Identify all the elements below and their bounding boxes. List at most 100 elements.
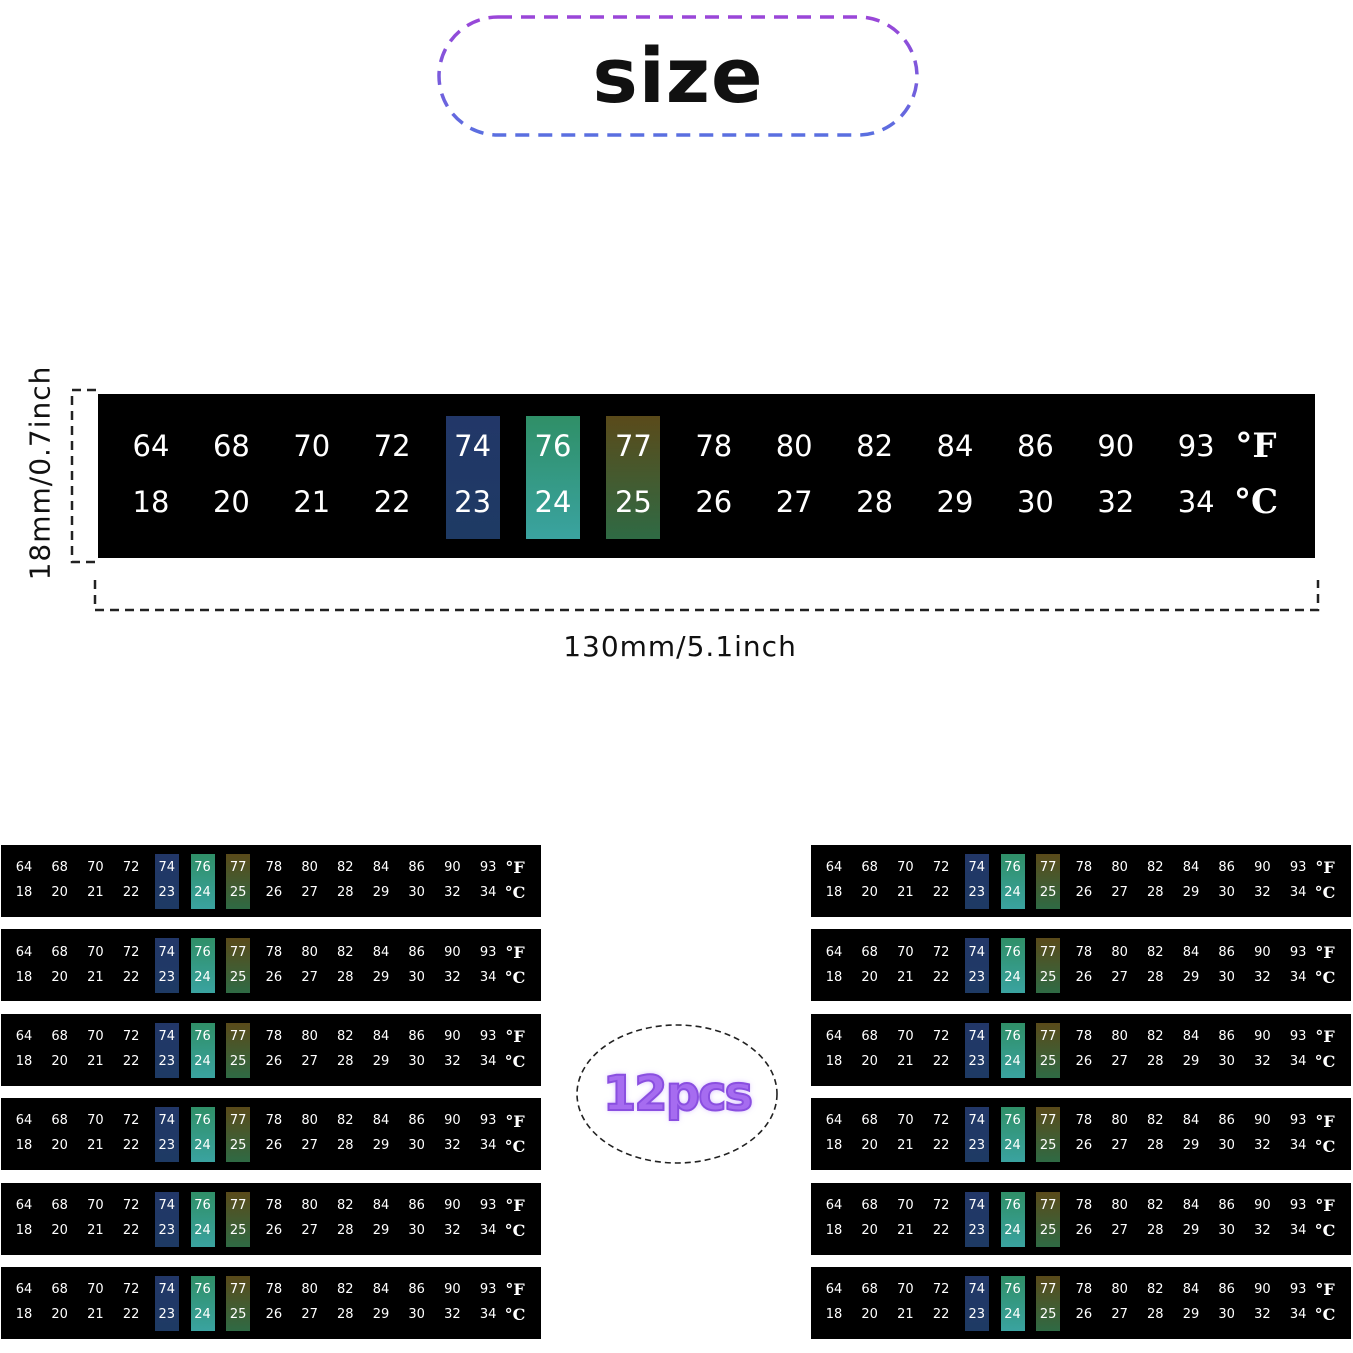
highlight-cell <box>154 854 179 909</box>
celsius-value: 25 <box>229 1138 247 1154</box>
fahrenheit-value: 64 <box>825 1113 843 1129</box>
fahrenheit-value: 84 <box>372 860 390 876</box>
fahrenheit-value: 84 <box>1182 1113 1200 1129</box>
celsius-value: 20 <box>51 1138 68 1154</box>
celsius-value: 28 <box>1147 969 1164 985</box>
fahrenheit-value: 74 <box>454 428 492 463</box>
fahrenheit-value: 68 <box>51 944 68 960</box>
unit-celsius: °C <box>1233 481 1279 522</box>
fahrenheit-value: 72 <box>122 1028 140 1044</box>
fahrenheit-value: 72 <box>122 1197 140 1213</box>
fahrenheit-value: 78 <box>265 1113 283 1129</box>
fahrenheit-value: 86 <box>408 1197 425 1213</box>
highlight-cell <box>445 416 500 539</box>
fahrenheit-value: 74 <box>968 1282 986 1298</box>
fahrenheit-value: 64 <box>825 1282 843 1298</box>
celsius-value: 24 <box>194 969 211 985</box>
celsius-value: 26 <box>695 484 733 519</box>
celsius-value: 32 <box>444 969 461 985</box>
fahrenheit-value: 93 <box>1177 428 1215 463</box>
celsius-value: 30 <box>1218 969 1235 985</box>
unit-celsius: °C <box>504 1305 526 1325</box>
highlight-cell <box>964 1276 989 1331</box>
celsius-value: 28 <box>1147 1138 1164 1154</box>
highlight-cell <box>190 1107 215 1163</box>
celsius-value: 27 <box>301 1222 318 1238</box>
highlight-cell <box>190 938 215 994</box>
fahrenheit-value: 74 <box>158 1113 176 1129</box>
fahrenheit-value: 78 <box>1075 1113 1093 1129</box>
celsius-value: 32 <box>1254 1222 1271 1238</box>
celsius-value: 28 <box>1147 885 1164 901</box>
celsius-value: 27 <box>775 484 813 519</box>
highlight-cell <box>964 1022 989 1078</box>
celsius-value: 25 <box>1039 969 1057 985</box>
celsius-value: 29 <box>372 969 390 985</box>
fahrenheit-value: 90 <box>444 1197 461 1213</box>
fahrenheit-value: 84 <box>1182 1282 1200 1298</box>
celsius-value: 18 <box>15 1307 33 1323</box>
unit-fahrenheit: °F <box>505 942 525 962</box>
celsius-value: 28 <box>1147 1222 1164 1238</box>
highlight-cell <box>1000 1191 1025 1247</box>
celsius-value: 29 <box>372 1222 390 1238</box>
fahrenheit-value: 86 <box>1218 860 1235 876</box>
fahrenheit-value: 68 <box>51 1282 68 1298</box>
celsius-value: 34 <box>1289 969 1307 985</box>
fahrenheit-value: 77 <box>229 1282 247 1298</box>
fahrenheit-value: 80 <box>301 860 318 876</box>
fahrenheit-value: 84 <box>372 1282 390 1298</box>
celsius-value: 20 <box>861 1222 878 1238</box>
celsius-value: 18 <box>825 969 843 985</box>
fahrenheit-value: 77 <box>1039 1282 1057 1298</box>
highlight-cell <box>1000 938 1025 994</box>
fahrenheit-value: 86 <box>408 1028 425 1044</box>
unit-celsius: °C <box>504 1136 526 1156</box>
fahrenheit-value: 64 <box>132 428 170 463</box>
unit-fahrenheit: °F <box>1315 1111 1335 1131</box>
unit-celsius: °C <box>504 1220 526 1240</box>
celsius-value: 22 <box>122 885 140 901</box>
celsius-value: 27 <box>301 885 318 901</box>
celsius-value: 22 <box>932 1307 950 1323</box>
fahrenheit-value: 70 <box>897 860 914 876</box>
celsius-value: 23 <box>968 969 986 985</box>
celsius-value: 29 <box>1182 1307 1200 1323</box>
fahrenheit-value: 74 <box>968 944 986 960</box>
unit-fahrenheit: °F <box>505 858 525 878</box>
celsius-value: 29 <box>1182 1138 1200 1154</box>
fahrenheit-value: 77 <box>1039 944 1057 960</box>
width-dimension-label: 130mm/5.1inch <box>563 630 797 663</box>
highlight-cell <box>964 854 989 909</box>
celsius-value: 27 <box>1111 1053 1128 1069</box>
celsius-value: 30 <box>408 1222 425 1238</box>
title-pill-border <box>437 15 919 137</box>
fahrenheit-value: 76 <box>194 1197 211 1213</box>
fahrenheit-value: 68 <box>51 860 68 876</box>
celsius-value: 27 <box>301 1138 318 1154</box>
highlight-cell <box>190 1276 215 1331</box>
celsius-value: 22 <box>122 1222 140 1238</box>
fahrenheit-value: 77 <box>229 1028 247 1044</box>
unit-fahrenheit: °F <box>1315 1195 1335 1215</box>
fahrenheit-value: 93 <box>1289 860 1307 876</box>
celsius-value: 26 <box>1075 1307 1093 1323</box>
fahrenheit-value: 72 <box>122 944 140 960</box>
fahrenheit-value: 72 <box>932 1282 950 1298</box>
fahrenheit-value: 77 <box>614 428 652 463</box>
fahrenheit-value: 78 <box>1075 1282 1093 1298</box>
celsius-value: 20 <box>861 1053 878 1069</box>
unit-fahrenheit: °F <box>505 1280 525 1300</box>
celsius-value: 32 <box>1254 885 1271 901</box>
fahrenheit-value: 70 <box>897 1028 914 1044</box>
celsius-value: 32 <box>1254 969 1271 985</box>
celsius-value: 26 <box>1075 1053 1093 1069</box>
fahrenheit-value: 93 <box>479 1113 497 1129</box>
fahrenheit-value: 90 <box>1254 1113 1271 1129</box>
